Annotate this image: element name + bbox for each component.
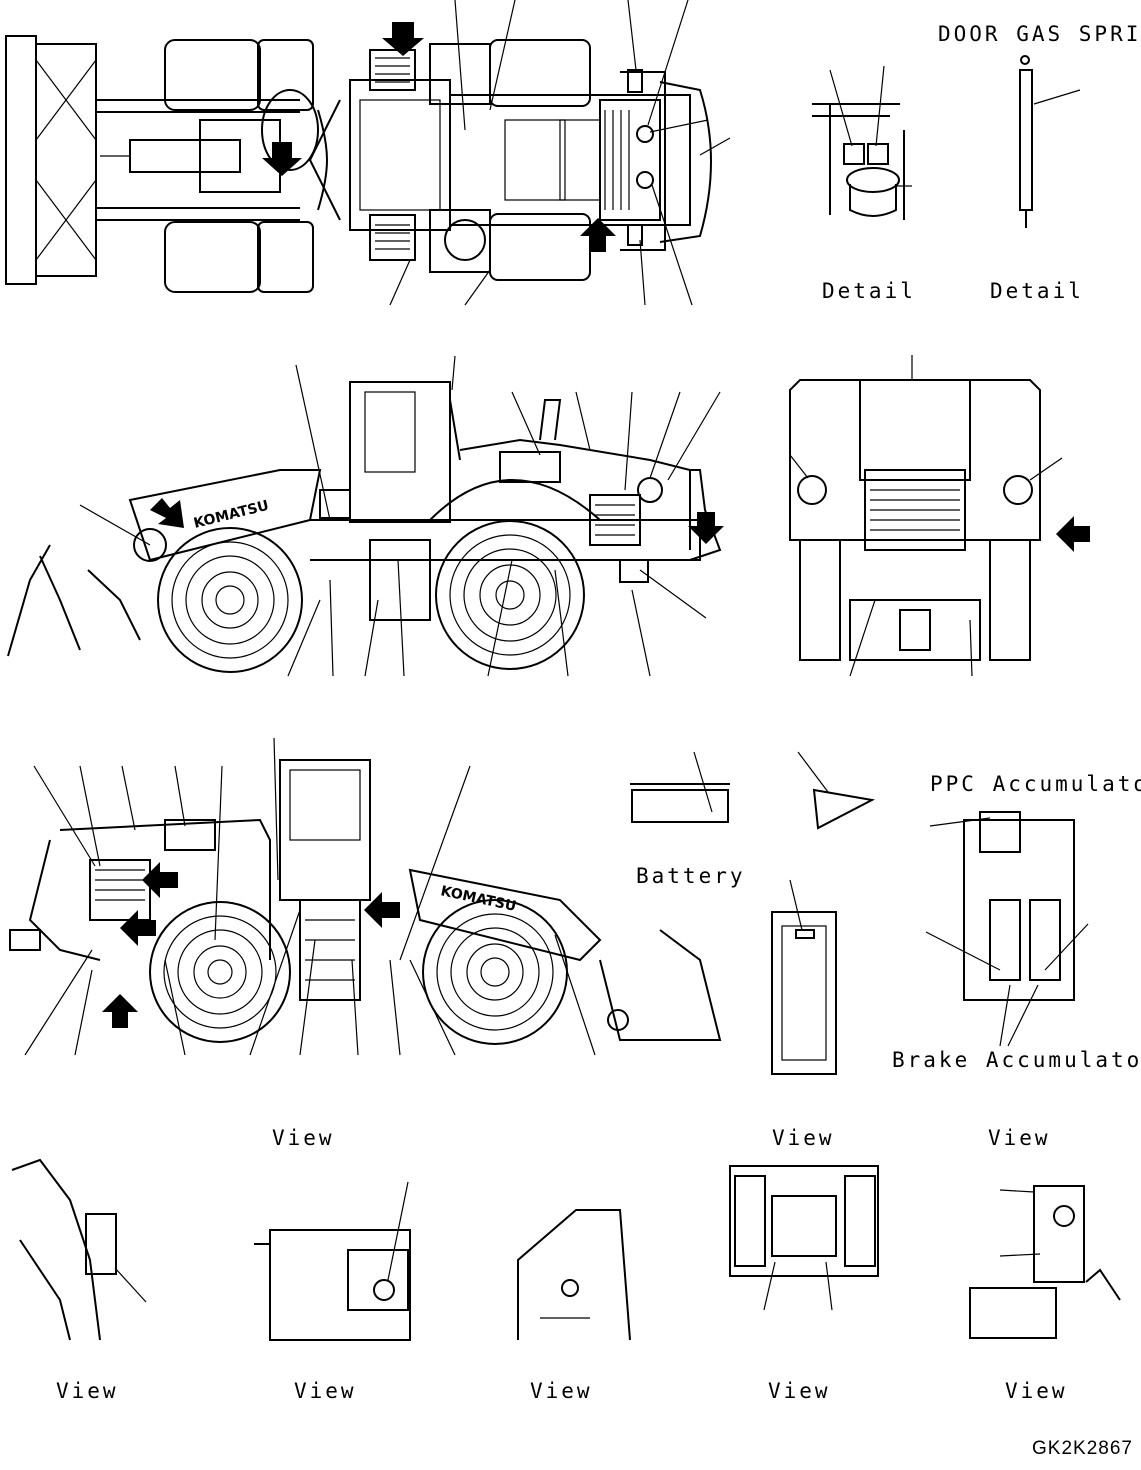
rear-view-loader bbox=[789, 355, 1090, 677]
detail-1-drawing bbox=[812, 65, 912, 220]
brand-decal-right: KOMATSU bbox=[439, 883, 517, 915]
ppc-accumulator-label: PPC Accumulator bbox=[930, 772, 1141, 796]
top-view-loader bbox=[5, 0, 731, 306]
brand-decal-left: KOMATSU bbox=[192, 498, 270, 532]
view-label-row2-1: View bbox=[56, 1379, 119, 1403]
battery-drawing bbox=[630, 751, 876, 1075]
detail-label-1: Detail bbox=[822, 279, 916, 303]
door-gas-spring-drawing bbox=[1019, 55, 1081, 228]
door-gas-spring-label: DOOR GAS SPRING bbox=[938, 22, 1141, 46]
view-label-row1-mid: View bbox=[772, 1126, 835, 1150]
view-label-row2-3: View bbox=[530, 1379, 593, 1403]
bottom-view-5 bbox=[969, 1185, 1121, 1339]
left-side-view-loader: KOMATSU bbox=[7, 355, 724, 677]
detail-label-2: Detail bbox=[990, 279, 1084, 303]
view-label-row1-right: View bbox=[988, 1126, 1051, 1150]
brake-accumulator-label: Brake Accumulator bbox=[892, 1048, 1141, 1072]
drawing-code: GK2K2867 bbox=[1032, 1438, 1133, 1459]
battery-label: Battery bbox=[636, 864, 746, 888]
bottom-view-4 bbox=[729, 1165, 879, 1311]
right-side-view-loader: KOMATSU bbox=[9, 737, 722, 1056]
bottom-view-3 bbox=[517, 1209, 631, 1341]
view-label-row1-left: View bbox=[272, 1126, 335, 1150]
accumulator-drawing bbox=[925, 811, 1089, 1047]
view-label-row2-2: View bbox=[294, 1379, 357, 1403]
view-label-row2-4: View bbox=[768, 1379, 831, 1403]
bottom-view-2 bbox=[254, 1181, 411, 1341]
bottom-view-1 bbox=[11, 1158, 147, 1341]
view-label-row2-5: View bbox=[1005, 1379, 1068, 1403]
